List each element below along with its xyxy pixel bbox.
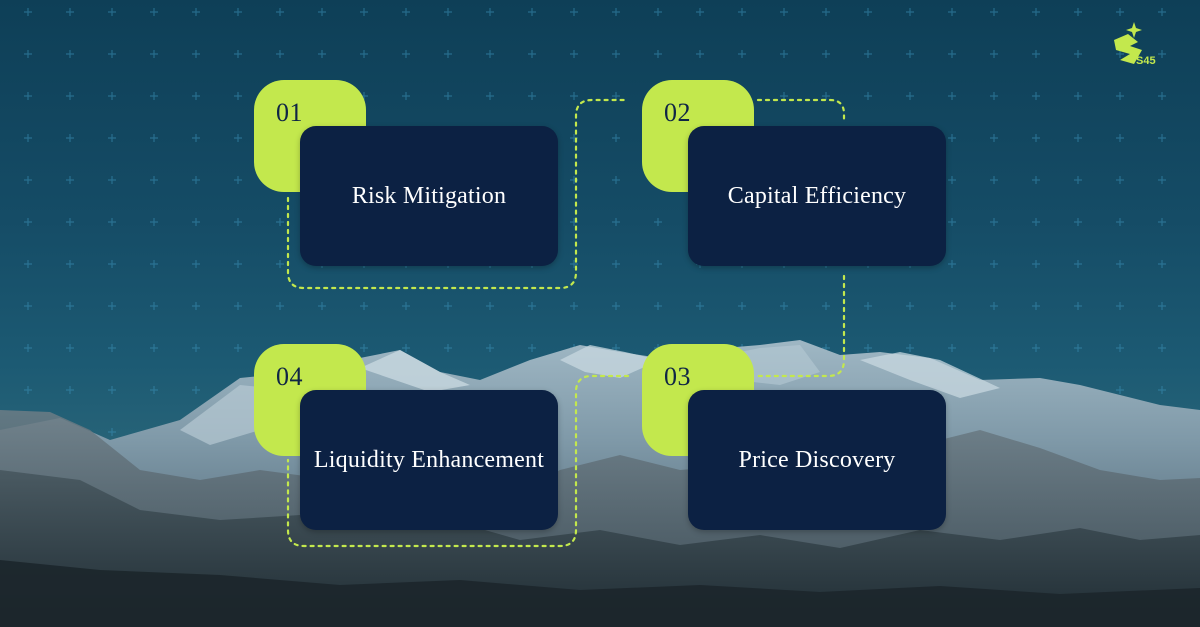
step-number: 02 <box>664 98 691 127</box>
step-card: Liquidity Enhancement <box>300 390 558 530</box>
spark-logo-icon <box>1114 22 1142 64</box>
connector-02-right <box>756 98 846 122</box>
step-label: Capital Efficiency <box>727 182 907 209</box>
step-number: 04 <box>276 362 303 391</box>
logo-text: S45 <box>1136 55 1156 67</box>
connector-02-03 <box>756 274 846 378</box>
step-label: Liquidity Enhancement <box>313 446 545 473</box>
step-number: 03 <box>664 362 691 391</box>
step-number: 01 <box>276 98 303 127</box>
step-label: Risk Mitigation <box>351 182 507 209</box>
step-card: Price Discovery <box>688 390 946 530</box>
step-label: Price Discovery <box>738 446 896 473</box>
step-card: Risk Mitigation <box>300 126 558 266</box>
connector-03-04 <box>286 374 630 548</box>
step-card: Capital Efficiency <box>688 126 946 266</box>
connector-01-02 <box>286 98 630 290</box>
